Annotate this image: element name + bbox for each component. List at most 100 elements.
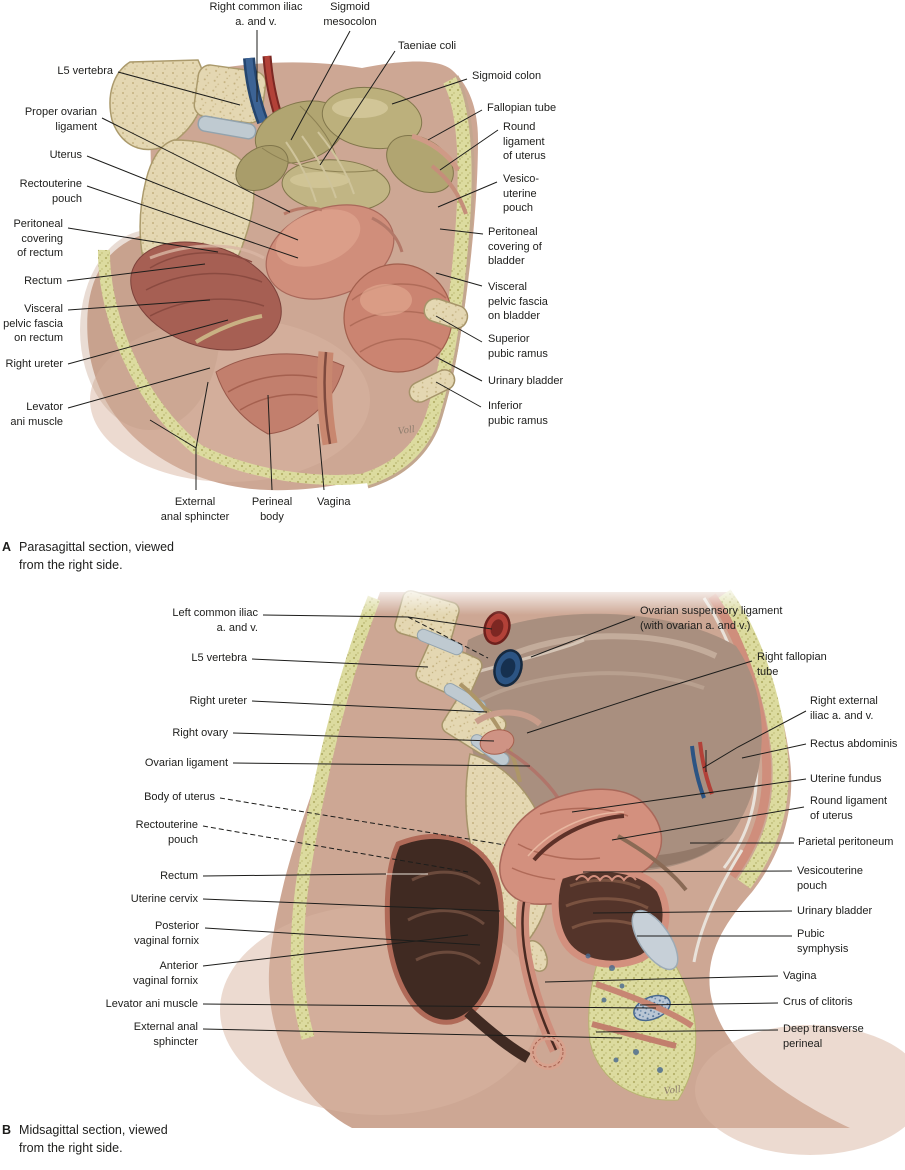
bladder-shape-a — [343, 263, 453, 373]
leader-line-vagina-a — [317, 423, 325, 491]
label-levator-ani-muscle-b: Levator ani muscle — [105, 998, 198, 1010]
label-uterine-cervix-b: Uterine cervix — [130, 893, 198, 905]
leader-line-uterus-a — [86, 155, 299, 241]
leader-line-rectum-a — [66, 263, 206, 282]
label-rectouterine-pouch-b: Rectouterine pouch — [135, 819, 198, 846]
peritoneal-sac — [461, 613, 762, 872]
label-right-ureter-b: Right ureter — [189, 695, 247, 707]
label-visceral-pelvic-fascia-on-rectum-a: Visceral pelvic fascia on rectum — [3, 303, 63, 344]
label-perineal-body-a: Perineal body — [251, 496, 293, 523]
leader-line-vesicouterine-pouch-b — [582, 870, 793, 873]
label-right-external-iliac-a-and-v-b: Right external iliac a. and v. — [810, 695, 878, 722]
parietal-peritoneum-shape — [692, 849, 744, 963]
round-ligament-shape-a — [430, 164, 468, 215]
vertebral-column — [394, 590, 552, 972]
leader-line-external-anal-sphincter-a — [149, 419, 197, 490]
label-pubic-symphysis-b: Pubic symphysis — [797, 928, 849, 955]
label-rectus-abdominis-b: Rectus abdominis — [810, 738, 898, 750]
levator-ani-shape-b — [595, 981, 694, 1029]
levator-ani-shape-a — [215, 353, 345, 435]
figure-a-illustration — [80, 55, 479, 491]
leader-line-right-external-iliac-a-and-v-b — [702, 710, 807, 769]
rectum-shape-b — [384, 834, 531, 1063]
leader-line-crus-of-clitoris-b — [639, 1002, 779, 1006]
leader-line-anterior-vaginal-fornix-b — [202, 934, 469, 967]
intervertebral-discs — [416, 628, 510, 766]
external-anal-sphincter-shape — [530, 1034, 566, 1070]
proper-ovarian-ligament-shape — [283, 206, 323, 216]
deep-transverse-perineal-shape — [591, 1021, 677, 1049]
label-vagina-a: Vagina — [317, 496, 351, 508]
rectum-shape-a — [130, 241, 282, 351]
label-vesicouterine-pouch-b: Vesicouterine pouch — [797, 865, 864, 892]
ovary-and-tube — [474, 709, 560, 799]
caption-b-text: Midsagittal section, viewed from the rig… — [19, 1123, 168, 1155]
ovary-shape — [479, 729, 515, 755]
leader-line-superior-pubic-ramus-a — [435, 315, 483, 343]
leader-line-uterine-cervix-b — [202, 898, 501, 912]
ureter-shape-b — [458, 682, 522, 783]
leader-line-urinary-bladder-b — [592, 910, 793, 914]
leader-line-ovarian-suspensory-ligament-b — [530, 616, 636, 658]
pubic-fat-wedge — [588, 899, 697, 1101]
caption-a-letter: A — [2, 540, 12, 554]
sigmoid-mesocolon-shape — [285, 131, 355, 203]
leader-line-sigmoid-colon-a — [391, 78, 468, 105]
uterus-shape-a — [265, 204, 404, 300]
label-crus-of-clitoris-b: Crus of clitoris — [783, 996, 853, 1008]
artist-signature-a: Voll — [397, 424, 416, 438]
leader-line-right-fallopian-tube-b — [526, 660, 753, 734]
leader-line-urinary-bladder-a — [435, 356, 483, 382]
sacrum-and-l5-bones — [109, 59, 267, 313]
label-sigmoid-colon-a: Sigmoid colon — [472, 70, 542, 82]
bladder-shape-b — [551, 864, 670, 968]
label-ovarian-ligament-b: Ovarian ligament — [144, 757, 228, 769]
rectus-abdominis-shape — [708, 593, 772, 879]
label-fallopian-tube-a: Fallopian tube — [487, 102, 557, 114]
fallopian-tube-shape-b — [474, 709, 542, 727]
leader-line-rectum-b — [202, 873, 387, 877]
label-superior-pubic-ramus-a: Superior pubic ramus — [488, 333, 548, 360]
leader-line-right-ureter-b — [251, 700, 488, 713]
leader-line-fallopian-tube-a — [427, 109, 483, 141]
leader-line-taeniae-coli-a — [319, 50, 396, 166]
label-inferior-pubic-ramus-a: Inferior pubic ramus — [488, 400, 548, 427]
ovarian-ligament-shape — [505, 748, 560, 799]
body-outline-a — [87, 61, 479, 491]
label-anterior-vaginal-fornix-b: Anterior vaginal fornix — [133, 960, 198, 987]
label-proper-ovarian-ligament-a: Proper ovarian ligament — [24, 106, 97, 133]
uterus-shape-b — [499, 788, 663, 905]
caption-a: A Parasagittal section, viewed from the … — [2, 539, 195, 574]
label-l5-vertebra-b: L5 vertebra — [191, 652, 247, 664]
leader-line-proper-ovarian-ligament-a — [101, 117, 291, 213]
label-parietal-peritoneum-b: Parietal peritoneum — [798, 836, 894, 848]
figure-b-illustration — [220, 585, 905, 1155]
leader-line-vagina-b — [544, 975, 779, 983]
label-vagina-b: Vagina — [783, 970, 817, 982]
crus-of-clitoris-shape — [633, 994, 671, 1022]
venous-plexus — [585, 953, 663, 1073]
leader-line-visceral-pelvic-fascia-on-bladder-a — [435, 272, 483, 287]
caption-a-text: Parasagittal section, viewed from the ri… — [19, 540, 174, 572]
leader-line-vesico-uterine-pouch-a — [437, 181, 498, 208]
label-right-common-iliac-a-and-v-a: Right common iliac a. and v. — [209, 1, 303, 28]
leader-line-right-ovary-b — [232, 732, 495, 742]
label-rectum-b: Rectum — [160, 870, 198, 882]
leader-line-left-common-iliac-a-and-v-b — [407, 616, 489, 659]
label-urinary-bladder-a: Urinary bladder — [488, 375, 564, 387]
label-left-common-iliac-a-and-v-b: Left common iliac a. and v. — [172, 607, 258, 634]
leader-line-l5-vertebra-a — [117, 71, 241, 106]
leader-line-external-anal-sphincter-a — [195, 381, 209, 449]
leader-line-visceral-pelvic-fascia-on-rectum-a — [67, 299, 211, 311]
label-urinary-bladder-b: Urinary bladder — [797, 905, 873, 917]
leader-line-external-anal-sphincter-b — [202, 1028, 623, 1039]
abdominal-wall-layers — [702, 589, 789, 889]
iliac-vessels-a — [243, 55, 284, 125]
label-deep-transverse-perineal-b: Deep transverse perineal — [783, 1023, 864, 1050]
label-ovarian-suspensory-ligament-b: Ovarian suspensory ligament (with ovaria… — [640, 605, 783, 632]
leader-line-rectouterine-pouch-a — [86, 185, 299, 259]
leader-line-ovarian-ligament-b — [232, 762, 531, 767]
label-right-fallopian-tube-b: Right fallopian tube — [757, 651, 827, 678]
label-peritoneal-covering-of-rectum-a: Peritoneal covering of rectum — [13, 218, 63, 259]
